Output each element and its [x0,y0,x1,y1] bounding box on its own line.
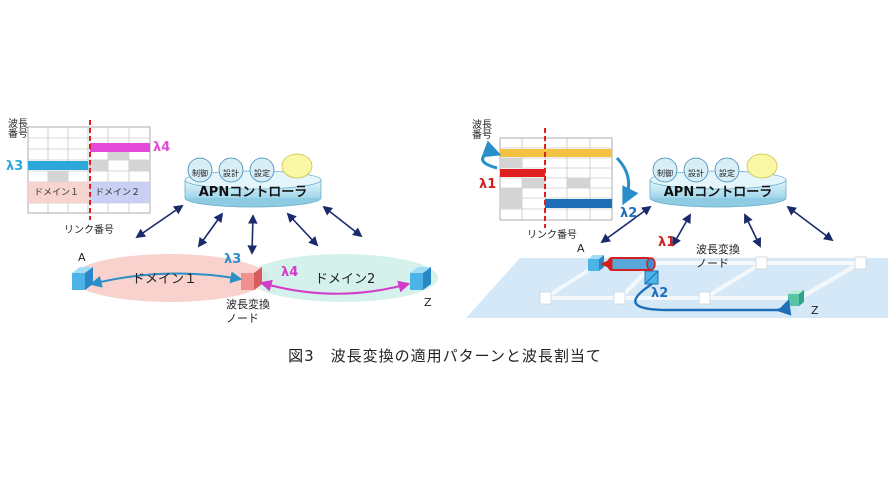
left-controller-title: APNコントローラ [198,185,308,200]
right-node-a-cube [588,255,604,271]
left-bubble-setting [249,157,275,183]
right-node-z-label: Z [811,304,819,317]
left-table-domain2-label: ドメイン２ [95,188,141,198]
left-node-z-label: Z [424,296,432,309]
right-converter-label: 波長変換 ノード [696,243,740,271]
right-lambda2-bar [545,199,612,208]
left-table-domain1-shade [28,182,90,203]
left-table-domain1-label: ドメイン１ [34,188,80,198]
right-lambda1-tube [600,257,656,271]
figure-caption: 図3 波長変換の適用パターンと波長割当て [288,347,602,365]
right-net-lambda2-label: λ2 [651,286,669,301]
right-axis-wavelength-line2: 番号 [472,130,492,141]
right-lambda1-curve [481,140,502,170]
left-node-z-cube [410,267,431,290]
right-table-lambda1-label: λ1 [479,177,497,192]
left-bubble-control-label: 制御 [192,169,208,178]
left-lambda4-bar [90,143,150,152]
left-table-lambda4-label: λ4 [153,140,171,155]
left-converter-label-line1: 波長変換 [226,298,270,311]
left-network [72,254,438,302]
right-net-lambda1-label: λ1 [658,235,676,250]
right-network [466,255,888,318]
right-node-a-label: A [577,242,585,255]
right-controller-title: APNコントローラ [663,185,773,200]
left-converter-label: 波長変換 ノード [226,298,270,326]
right-converter-node-cube [644,270,659,285]
left-controller-arrows [135,204,363,255]
right-lambda1-bar [500,169,545,177]
right-converter-label-line2: ノード [696,257,729,270]
right-axis-wavelength: 波長 番号 [472,121,492,141]
right-lambda2-curve [615,156,639,206]
left-axis-wavelength: 波長 番号 [8,120,28,140]
left-lambda4-path [259,279,411,295]
left-axis-link: リンク番号 [64,225,114,236]
left-net-lambda3-label: λ3 [224,252,242,267]
right-bubble-design-label: 設計 [688,169,704,178]
right-yellow-bar [500,149,612,157]
right-controller-arrows [600,205,834,248]
left-net-lambda4-label: λ4 [281,265,299,280]
left-bubble-empty [281,153,313,179]
left-converter-label-line2: ノード [226,312,259,325]
right-controller [649,153,787,208]
left-bubble-design-label: 設計 [223,169,239,178]
left-domain2-label: ドメイン2 [315,272,376,287]
left-node-a-label: A [78,251,86,264]
right-bubble-control-label: 制御 [657,169,673,178]
left-axis-wavelength-line2: 番号 [8,129,28,140]
left-table-domain2-shade [90,182,150,203]
right-bubble-setting-label: 設定 [719,169,735,178]
left-bubble-control [187,157,213,183]
left-domain1-label: ドメイン１ [132,272,198,287]
right-converter-label-line1: 波長変換 [696,243,740,256]
right-axis-link: リンク番号 [527,230,577,241]
right-node-z-cube [788,290,804,306]
left-lambda3-bar [28,161,88,170]
left-controller [184,153,322,208]
right-wavelength-table [481,128,639,228]
left-lambda3-path [89,271,243,288]
right-table-lambda2-label: λ2 [620,206,638,221]
left-table-lambda3-label: λ3 [6,159,24,174]
left-wavelength-table [27,120,151,220]
left-bubble-setting-label: 設定 [254,169,270,178]
right-axis-wavelength-line1: 波長 [472,120,492,131]
left-bubble-design [218,157,244,183]
left-axis-wavelength-line1: 波長 [8,119,28,130]
right-lambda2-path [634,282,792,316]
